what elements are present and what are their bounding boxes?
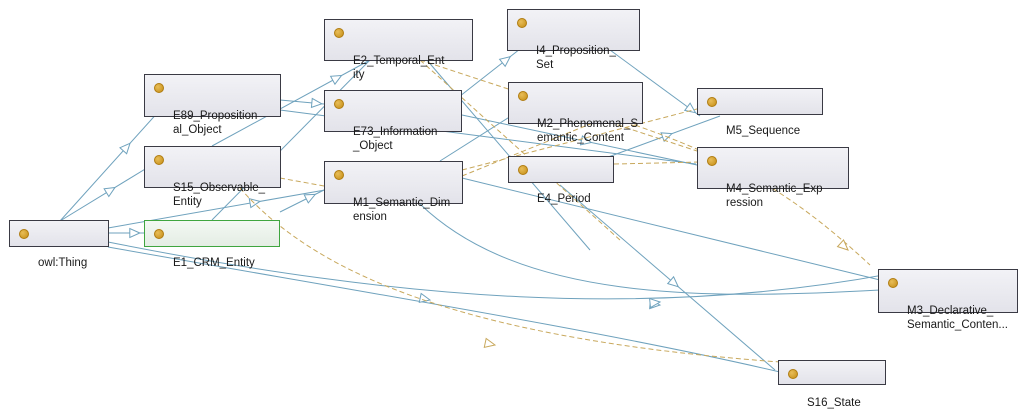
class-icon bbox=[888, 278, 898, 288]
edge-s15-s16-dashed bbox=[239, 187, 781, 363]
edge-s15-e2-arrowhead bbox=[329, 74, 343, 86]
edge-e1-m1 bbox=[279, 189, 325, 213]
node-label: M5_Sequence bbox=[726, 125, 801, 137]
node-label: S15_Observable_ Entity bbox=[173, 182, 266, 208]
node-label: E1_CRM_Entity bbox=[173, 257, 255, 269]
class-icon bbox=[518, 91, 528, 101]
edge-m2-m3-dashed-arrowhead bbox=[836, 239, 849, 251]
node-m2-phenomenal-semantic-content[interactable]: M2_Phenomenal_S emantic_Content bbox=[508, 82, 643, 144]
class-icon bbox=[707, 156, 717, 166]
edge-e89-e73-arrowhead bbox=[310, 97, 324, 109]
node-s15-observable-entity[interactable]: S15_Observable_ Entity bbox=[144, 146, 281, 208]
edge-e73-i4-arrowhead bbox=[498, 55, 512, 68]
edge-owl-s16 bbox=[107, 246, 781, 373]
edge-e4-m5 bbox=[599, 115, 721, 161]
edge-i4-m5 bbox=[609, 49, 701, 117]
node-e1-crm-entity[interactable]: E1_CRM_Entity bbox=[144, 220, 280, 269]
edge-e1-m1-arrowhead bbox=[303, 193, 317, 204]
node-label: E73_Information _Object bbox=[353, 126, 438, 152]
edge-e2-e4 bbox=[419, 51, 591, 251]
edge-owl-e1-arrowhead bbox=[129, 227, 142, 239]
class-icon bbox=[154, 83, 164, 93]
edge-s15-e2 bbox=[211, 59, 371, 147]
edge-m1-m2-dashed bbox=[461, 119, 601, 177]
edge-owl-m1-arrowhead bbox=[248, 198, 262, 209]
node-e2-temporal-entity[interactable]: E2_Temporal_Ent ity bbox=[324, 19, 473, 81]
class-icon bbox=[154, 229, 164, 239]
class-icon bbox=[707, 97, 717, 107]
node-i4-proposition-set[interactable]: I4_Proposition_ Set bbox=[507, 9, 640, 71]
class-icon bbox=[334, 99, 344, 109]
node-label: E89_Proposition al_Object bbox=[173, 110, 258, 136]
node-m4-semantic-expression[interactable]: M4_Semantic_Exp ression bbox=[697, 147, 849, 209]
node-label: M3_Declarative_ Semantic_Conten... bbox=[907, 305, 1009, 331]
edge-e4-m4-dashed bbox=[613, 161, 701, 165]
edge-m1-m5-dashed bbox=[461, 102, 721, 171]
node-e4-period[interactable]: E4_Period bbox=[508, 156, 614, 205]
class-icon bbox=[517, 18, 527, 28]
node-label: I4_Proposition_ Set bbox=[536, 45, 616, 71]
edge-owl-m3 bbox=[107, 241, 901, 300]
node-owl-thing[interactable]: owl:Thing bbox=[9, 220, 109, 269]
edge-owl-s16-arrowhead bbox=[418, 292, 432, 303]
edge-e4-s16-arrowhead bbox=[666, 275, 680, 288]
node-m1-semantic-dimension[interactable]: M1_Semantic_Dim ension bbox=[324, 161, 463, 223]
node-s16-state[interactable]: S16_State bbox=[778, 360, 886, 409]
edge-m1-m3b bbox=[461, 177, 881, 281]
edge-m1-m3-arrowhead bbox=[649, 297, 662, 309]
edge-i4-m5-arrowhead bbox=[683, 102, 697, 114]
edges-layer bbox=[59, 48, 901, 373]
class-icon bbox=[334, 170, 344, 180]
node-label: E4_Period bbox=[537, 193, 591, 205]
class-icon bbox=[19, 229, 29, 239]
node-label: E2_Temporal_Ent ity bbox=[353, 55, 445, 81]
edge-e1-e2 bbox=[211, 59, 371, 221]
node-m5-sequence[interactable]: M5_Sequence bbox=[697, 88, 823, 137]
node-label: M4_Semantic_Exp ression bbox=[726, 183, 823, 209]
edge-e4-m5-arrowhead bbox=[660, 132, 674, 143]
class-icon bbox=[788, 369, 798, 379]
node-e73-information-object[interactable]: E73_Information _Object bbox=[324, 90, 462, 152]
node-label: S16_State bbox=[807, 397, 861, 409]
edge-owl-s15-arrowhead bbox=[103, 186, 117, 198]
edge-e73-m4-arrowhead bbox=[579, 135, 593, 146]
edge-s15-s16-dashed-arrowhead bbox=[483, 337, 497, 348]
class-icon bbox=[334, 28, 344, 38]
edge-owl-e89 bbox=[59, 109, 161, 222]
node-label: M1_Semantic_Dim ension bbox=[353, 197, 451, 223]
class-icon bbox=[154, 155, 164, 165]
edge-e4-s16 bbox=[559, 184, 776, 371]
edge-m1-m3 bbox=[419, 203, 881, 295]
edge-s15-m1-dashed bbox=[279, 177, 325, 187]
edge-owl-e89-arrowhead bbox=[119, 142, 131, 155]
class-icon bbox=[518, 165, 528, 175]
node-label: owl:Thing bbox=[38, 257, 88, 269]
node-e89-propositional-object[interactable]: E89_Proposition al_Object bbox=[144, 74, 281, 136]
node-m3-declarative-semantic-content[interactable]: M3_Declarative_ Semantic_Conten... bbox=[878, 269, 1018, 331]
node-label: M2_Phenomenal_S emantic_Content bbox=[537, 118, 639, 144]
